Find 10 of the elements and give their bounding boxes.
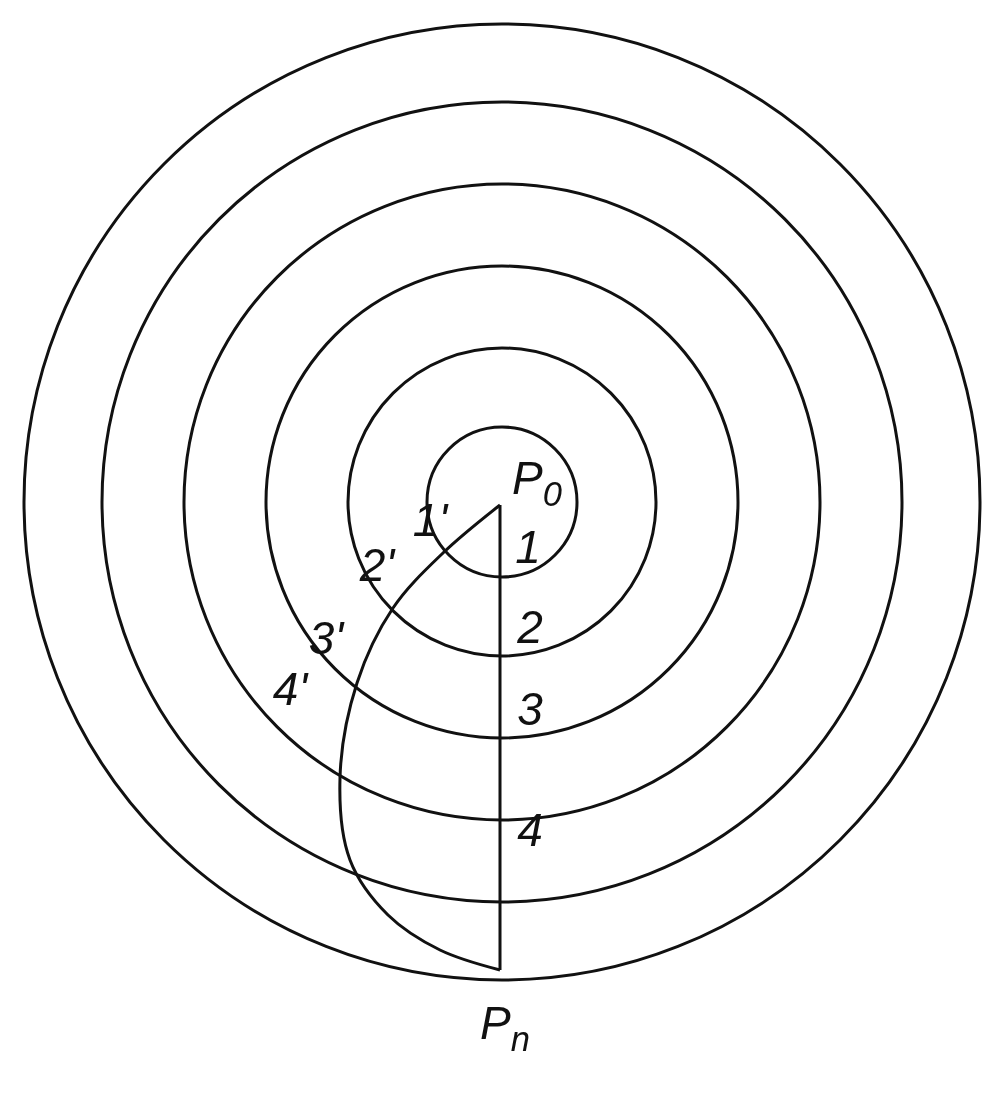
point-label: 4: [517, 807, 543, 853]
point-label: 4': [272, 666, 308, 712]
point-label: 3': [308, 615, 344, 661]
point-label: 2: [517, 604, 543, 650]
point-label: 1: [515, 524, 541, 570]
curved-line: [338, 503, 501, 972]
point-label: P$_{n}$: [470, 970, 540, 1058]
point-label: 3: [517, 686, 543, 732]
straight-line: [498, 505, 502, 970]
point-label: P$_{0}$: [500, 455, 562, 505]
